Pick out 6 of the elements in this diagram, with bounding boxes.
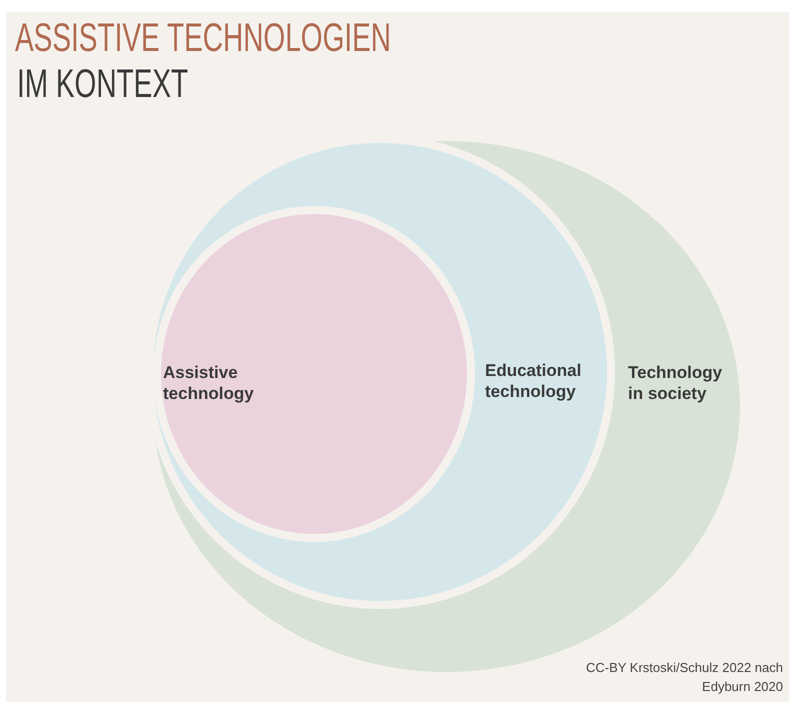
title: ASSISTIVE TECHNOLOGIEN: [15, 16, 392, 60]
attribution: CC-BY Krstoski/Schulz 2022 nach Edyburn 2020: [584, 659, 783, 696]
circle-label: Assistive technology: [163, 362, 255, 404]
circle-label: Educational technology: [485, 360, 582, 402]
subtitle: IM KONTEXT: [17, 62, 188, 106]
circle-label: Technology in society: [628, 362, 724, 404]
